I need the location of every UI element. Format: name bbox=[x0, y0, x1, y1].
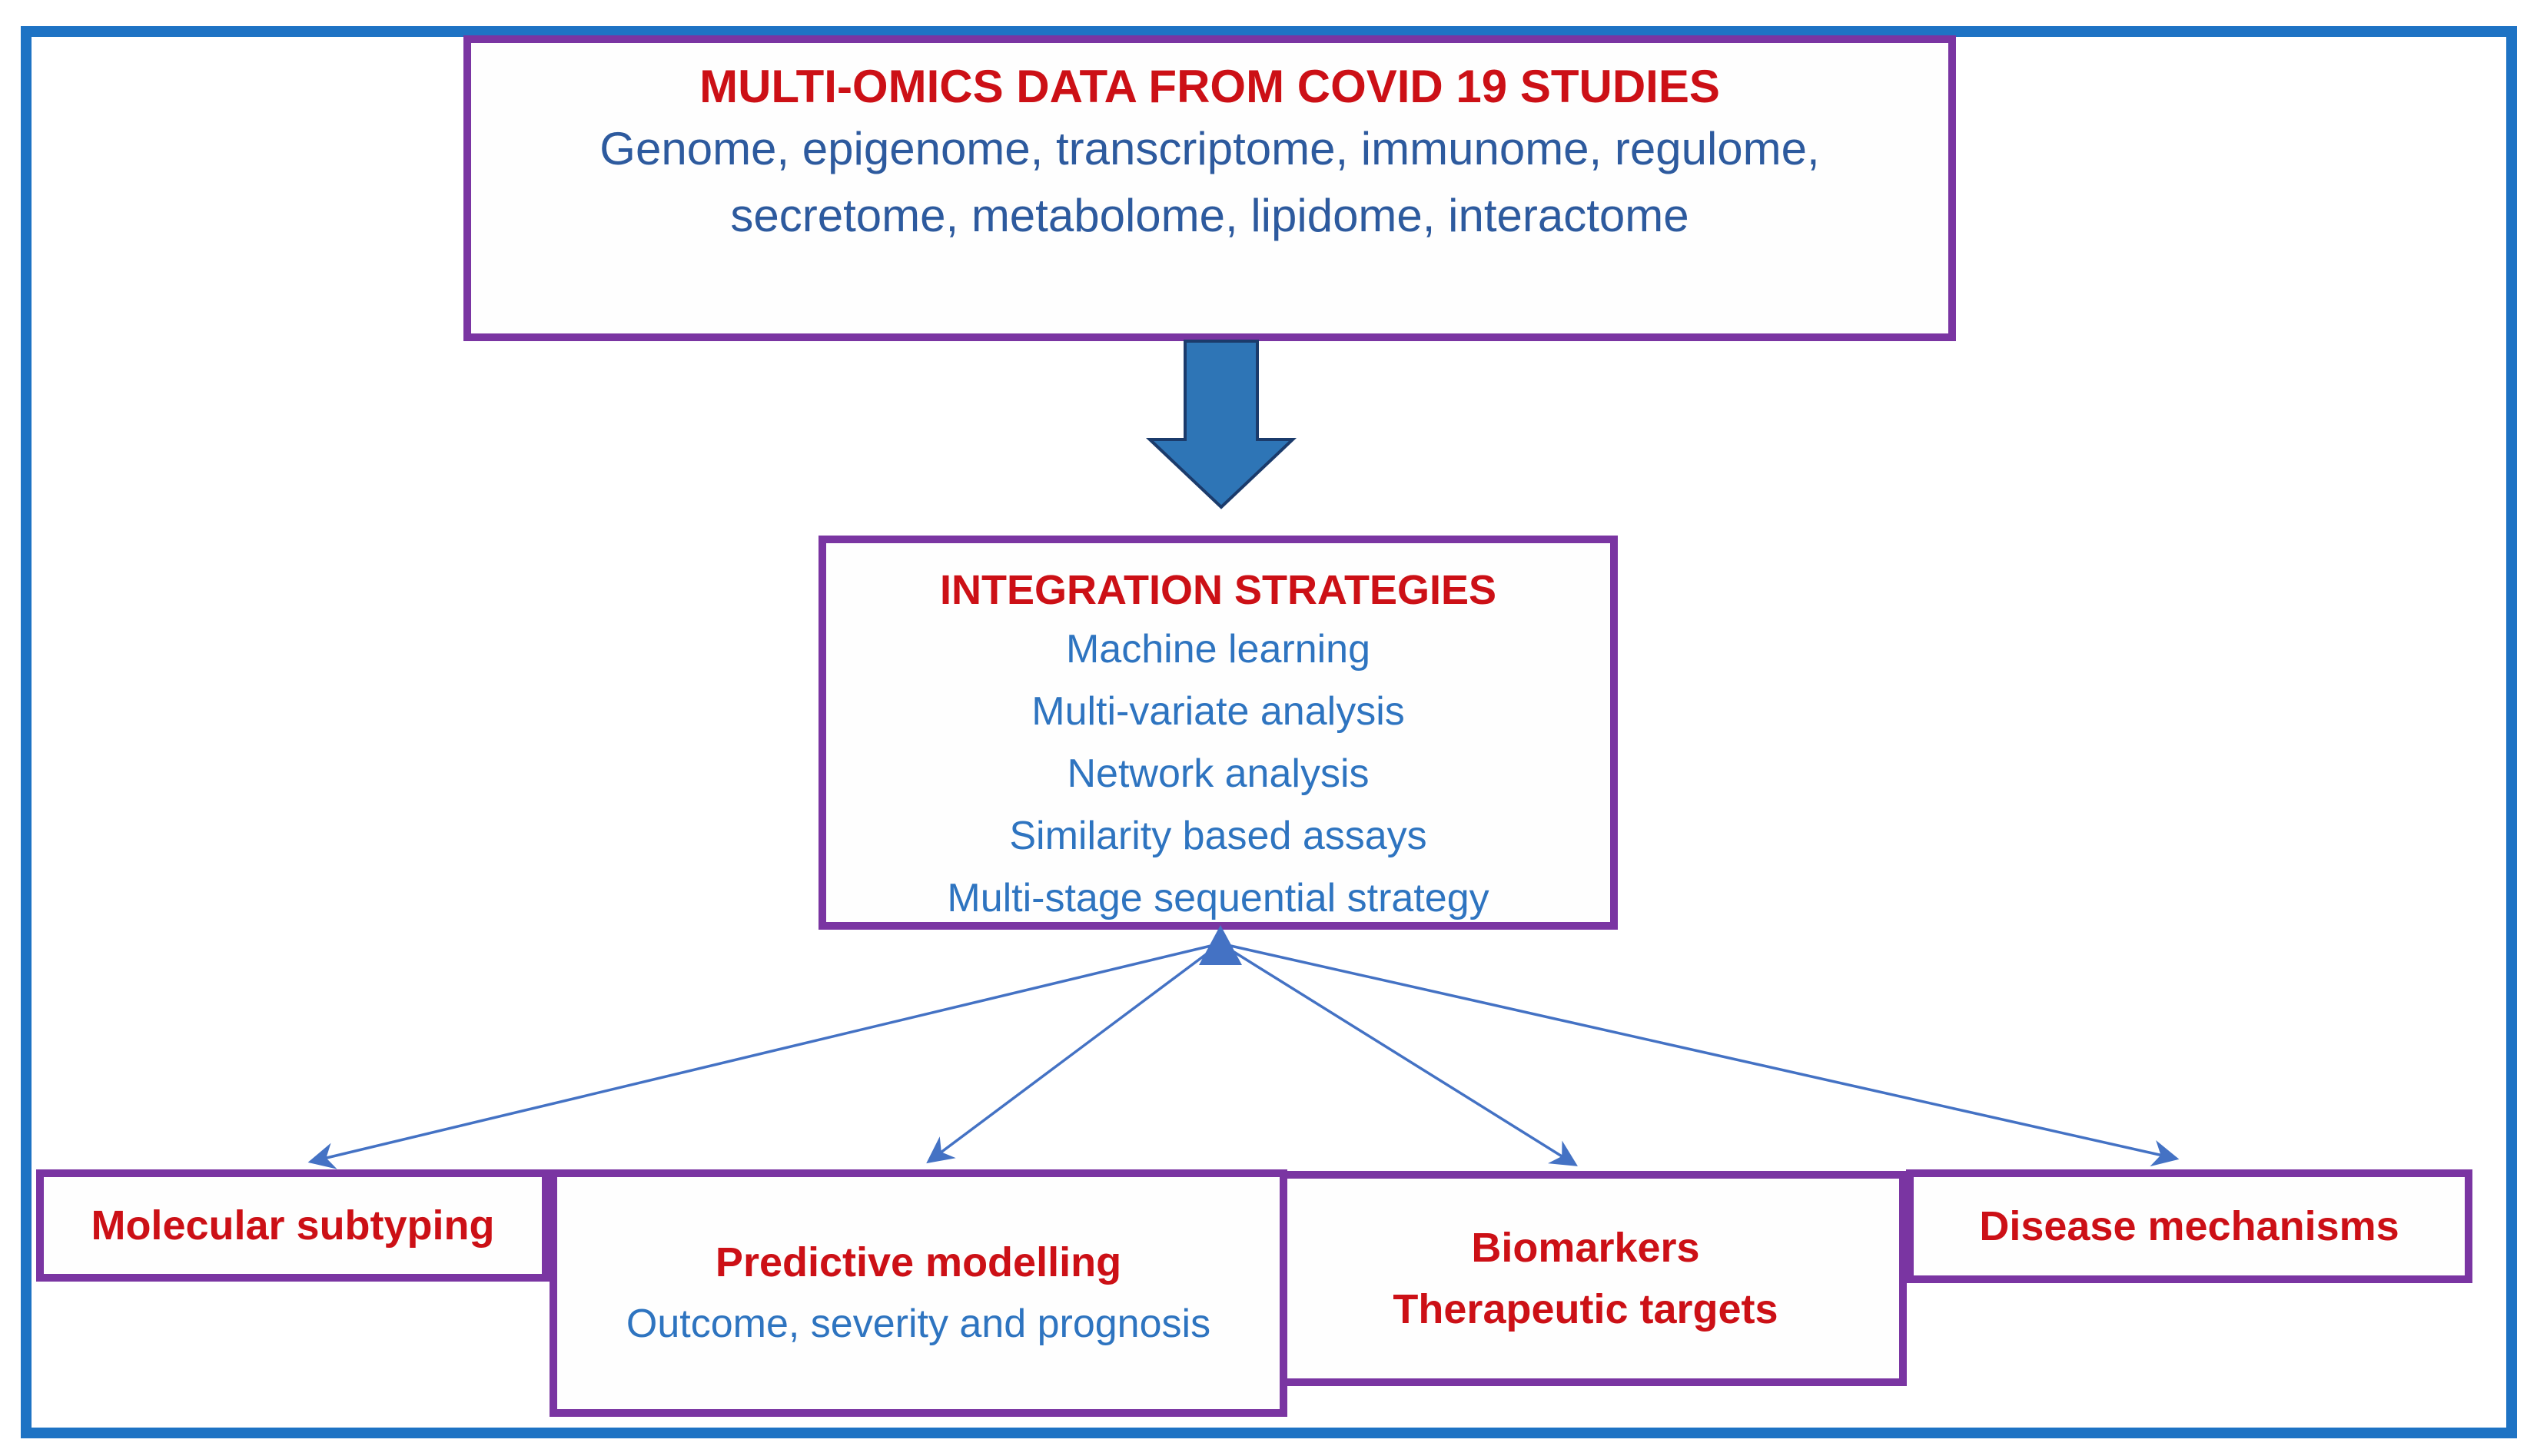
biomarkers-box: Biomarkers Therapeutic targets bbox=[1264, 1171, 1907, 1386]
integration-item-machine-learning: Machine learning bbox=[1065, 627, 1371, 672]
integration-item-network: Network analysis bbox=[1067, 751, 1370, 796]
multi-omics-title: MULTI-OMICS DATA FROM COVID 19 STUDIES bbox=[699, 61, 1720, 112]
biomarkers-line-1: Biomarkers bbox=[1471, 1225, 1700, 1271]
multi-omics-line-1: Genome, epigenome, transcriptome, immuno… bbox=[599, 123, 1820, 174]
biomarkers-line-2: Therapeutic targets bbox=[1393, 1286, 1778, 1332]
molecular-subtyping-title: Molecular subtyping bbox=[91, 1202, 495, 1249]
multi-omics-box: MULTI-OMICS DATA FROM COVID 19 STUDIES G… bbox=[463, 35, 1956, 341]
integration-item-similarity: Similarity based assays bbox=[1009, 814, 1427, 858]
predictive-modelling-title: Predictive modelling bbox=[715, 1239, 1122, 1285]
integration-item-multivariate: Multi-variate analysis bbox=[1031, 689, 1405, 734]
predictive-modelling-subtitle: Outcome, severity and prognosis bbox=[626, 1302, 1211, 1346]
molecular-subtyping-box: Molecular subtyping bbox=[36, 1169, 550, 1282]
outer-border bbox=[21, 26, 2517, 1438]
multi-omics-line-2: secretome, metabolome, lipidome, interac… bbox=[730, 190, 1689, 241]
predictive-modelling-box: Predictive modelling Outcome, severity a… bbox=[550, 1169, 1287, 1417]
integration-title: INTEGRATION STRATEGIES bbox=[939, 567, 1497, 613]
disease-mechanisms-box: Disease mechanisms bbox=[1906, 1169, 2472, 1283]
integration-item-multistage: Multi-stage sequential strategy bbox=[947, 876, 1489, 920]
integration-strategies-box: INTEGRATION STRATEGIES Machine learning … bbox=[819, 536, 1618, 930]
disease-mechanisms-title: Disease mechanisms bbox=[1979, 1203, 2399, 1249]
